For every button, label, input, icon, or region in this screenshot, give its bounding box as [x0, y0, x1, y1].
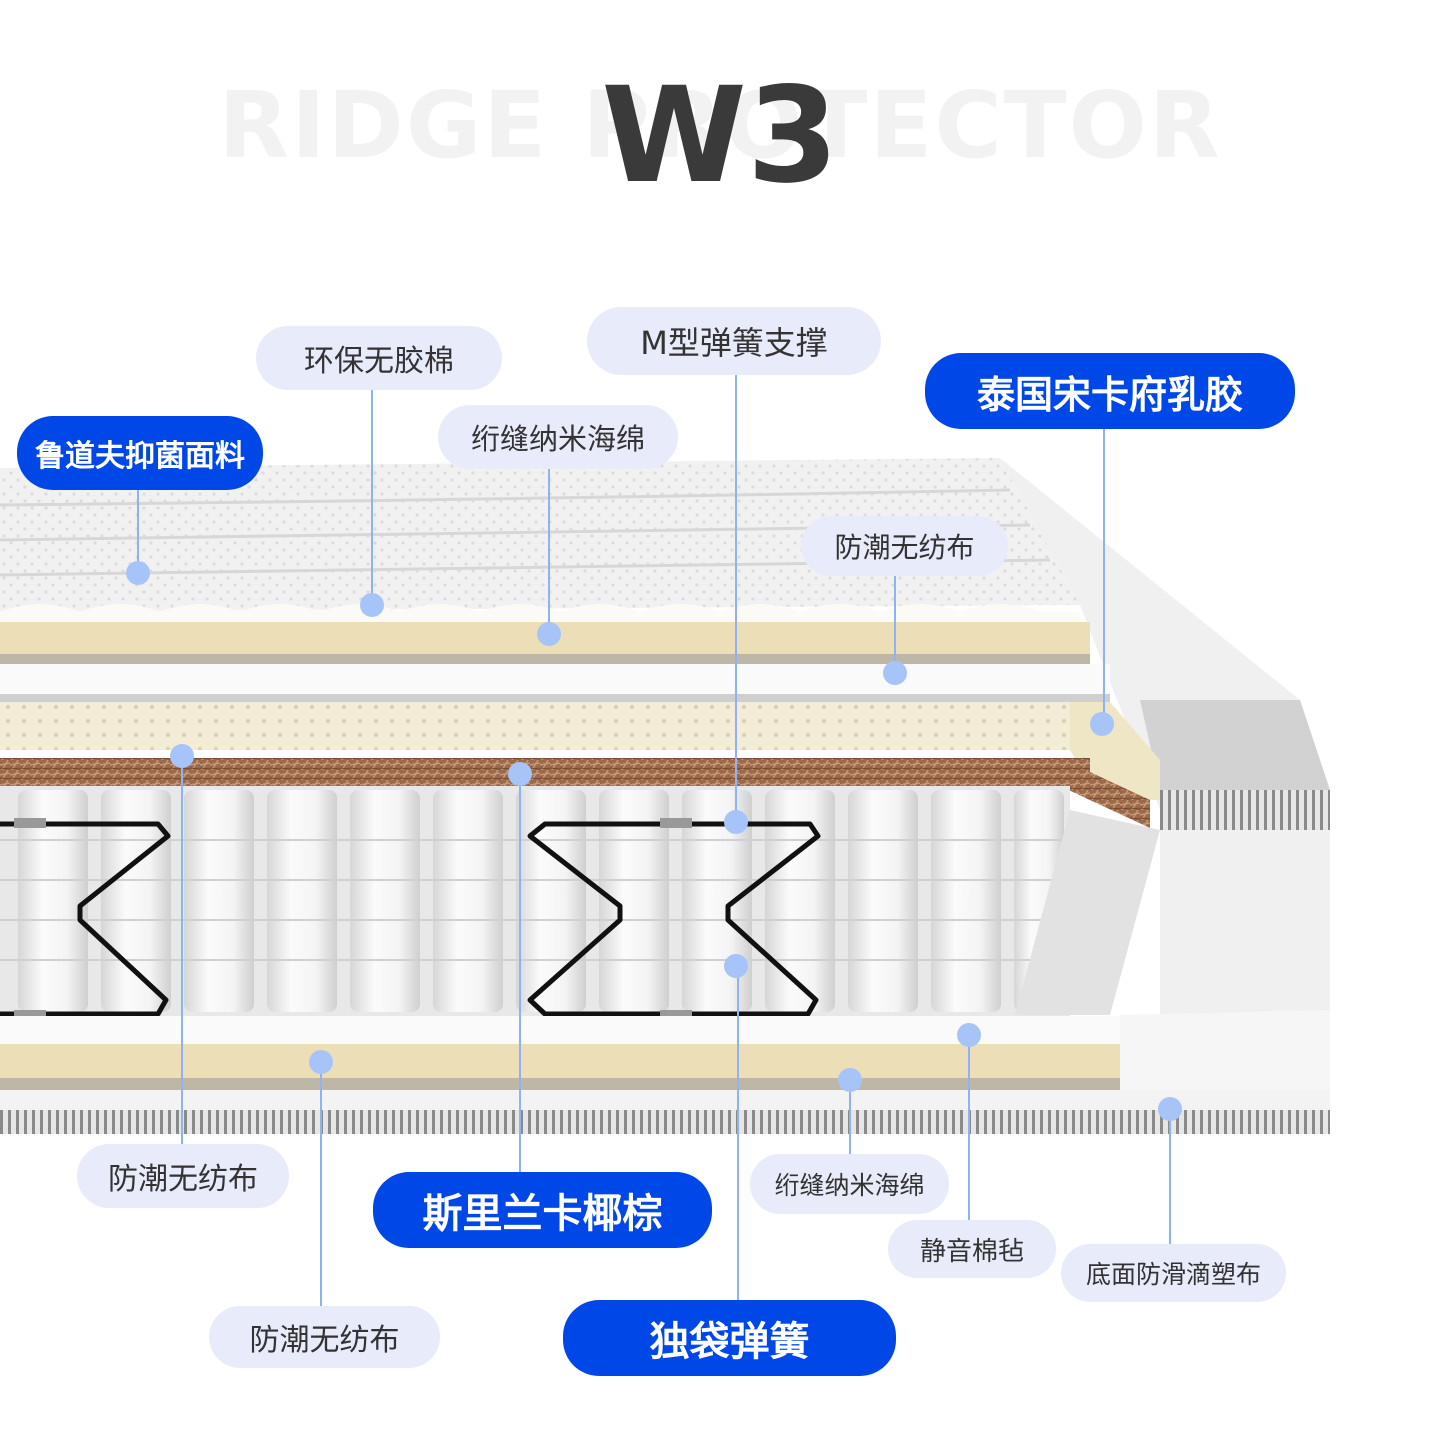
marker-dot-latex	[1090, 712, 1114, 736]
marker-dot-zhenfeng-top	[537, 622, 561, 646]
background-watermark-title: RIDGE PROTECTOR	[218, 72, 1222, 179]
leader-line-felt	[968, 1034, 970, 1220]
label-moisture-nonwoven-left: 防潮无纺布	[77, 1144, 289, 1208]
label-silent-felt: 静音棉毡	[888, 1220, 1056, 1278]
label-pocket-spring: 独袋弹簧	[563, 1300, 896, 1376]
label-eco-foam: 环保无胶棉	[256, 326, 502, 390]
marker-dot-m-spring	[724, 810, 748, 834]
leader-line-antislip	[1169, 1108, 1171, 1246]
leader-line-m-spring	[735, 374, 737, 822]
leader-line-fangchao-top	[894, 572, 896, 672]
leader-line-zhenfeng-bottom	[849, 1080, 851, 1158]
leader-line-rudaofu	[137, 488, 139, 573]
leader-line-coconut	[519, 774, 521, 1174]
marker-dot-antislip	[1158, 1097, 1182, 1121]
label-quilted-nano-sponge-bottom: 绗缝纳米海绵	[750, 1154, 949, 1214]
marker-dot-rudaofu	[126, 561, 150, 585]
marker-dot-felt	[957, 1023, 981, 1047]
label-anti-slip-bottom-fabric: 底面防滑滴塑布	[1061, 1244, 1286, 1302]
marker-dot-zhenfeng-bottom	[838, 1068, 862, 1092]
leader-line-huanbao	[371, 388, 373, 604]
product-model-title: W3	[601, 59, 839, 213]
marker-dot-huanbao	[360, 593, 384, 617]
marker-dot-fangchao-bottom	[309, 1050, 333, 1074]
marker-dot-fangchao-top	[883, 661, 907, 685]
leader-line-fangchao-left	[181, 756, 183, 1146]
label-rudaofu-fabric: 鲁道夫抑菌面料	[17, 416, 263, 490]
label-moisture-nonwoven-bottom: 防潮无纺布	[209, 1306, 440, 1368]
label-quilted-nano-sponge-top: 绗缝纳米海绵	[438, 405, 678, 469]
marker-dot-pocket-spring	[724, 954, 748, 978]
leader-line-fangchao-bottom	[320, 1062, 322, 1306]
label-sri-lanka-coconut-coir: 斯里兰卡椰棕	[373, 1172, 712, 1248]
marker-dot-coconut	[508, 762, 532, 786]
label-thai-latex: 泰国宋卡府乳胶	[925, 353, 1295, 429]
leader-line-latex	[1103, 426, 1105, 724]
label-moisture-nonwoven-top: 防潮无纺布	[801, 516, 1008, 576]
label-m-spring-support: M型弹簧支撑	[587, 307, 881, 375]
marker-dot-fangchao-left	[170, 744, 194, 768]
leader-line-zhenfeng-top	[548, 466, 550, 634]
leader-line-pocket-spring	[737, 966, 739, 1302]
